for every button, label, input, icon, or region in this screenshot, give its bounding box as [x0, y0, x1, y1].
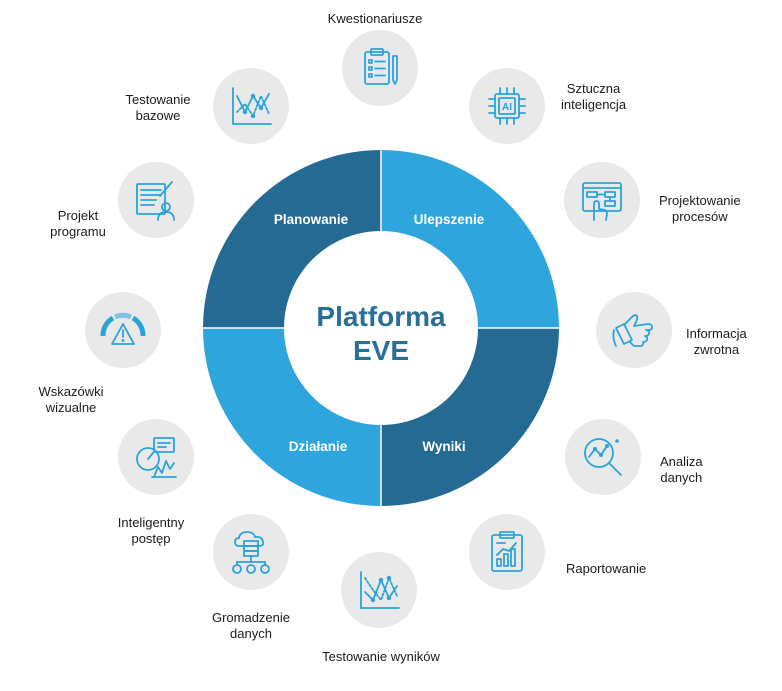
line-chart-icon: [232, 87, 272, 125]
label-data-analysis: Analiza danych: [660, 454, 703, 485]
clipboard-icon: [364, 48, 398, 85]
node-reporting: [469, 514, 545, 590]
label-feedback: Informacja zwrotna: [686, 326, 747, 357]
document-person-icon: [136, 181, 175, 221]
label-data-collection: Gromadzenie danych: [211, 610, 291, 641]
center-title-line2: EVE: [353, 335, 409, 366]
label-program-project: Projekt programu: [50, 208, 106, 239]
label-smart-progress: Inteligentny postęp: [117, 515, 185, 546]
node-questionnaires: [342, 30, 418, 106]
node-data-collection: [213, 514, 289, 590]
node-process-design: [564, 162, 640, 238]
node-feedback: [596, 292, 672, 368]
quadrant-improvement: [381, 150, 559, 328]
warning-gauge-icon: [100, 312, 146, 345]
label-process-design: Projektowanie procesów: [659, 193, 741, 224]
thumbs-up-icon: [612, 314, 653, 347]
gauge-chart-icon: [136, 437, 177, 478]
node-program-project: [118, 162, 194, 238]
label-baseline-testing: Testowanie bazowe: [125, 92, 191, 123]
svg-text:AI: AI: [502, 102, 512, 113]
quadrant-label-results: Wyniki: [422, 439, 465, 454]
flowchart-hand-icon: [582, 182, 622, 221]
node-results-testing: [341, 552, 417, 628]
quadrant-label-improvement: Ulepszenie: [414, 212, 485, 227]
center-title-line1: Platforma: [316, 301, 446, 332]
label-reporting: Raportowanie: [566, 561, 647, 576]
quadrant-label-planning: Planowanie: [274, 212, 349, 227]
ai-chip-icon: AI: [488, 87, 526, 125]
quadrant-label-action: Działanie: [289, 439, 348, 454]
label-ai: Sztuczna inteligencja: [561, 81, 627, 112]
cloud-database-icon: [232, 531, 270, 574]
line-chart-icon: [360, 571, 400, 609]
node-baseline-testing: [213, 68, 289, 144]
label-questionnaires: Kwestionariusze: [327, 11, 423, 26]
quadrant-planning: [203, 150, 381, 328]
label-results-testing: Testowanie wyników: [322, 649, 440, 664]
magnifier-chart-icon: [584, 438, 622, 476]
node-visual-cues: [85, 292, 161, 368]
node-ai: AI: [469, 68, 545, 144]
report-chart-icon: [491, 531, 523, 572]
node-smart-progress: [118, 419, 194, 495]
quadrant-results: [381, 328, 559, 506]
label-visual-cues: Wskazówki wizualne: [38, 384, 104, 415]
node-data-analysis: [565, 419, 641, 495]
quadrant-action: [203, 328, 381, 506]
